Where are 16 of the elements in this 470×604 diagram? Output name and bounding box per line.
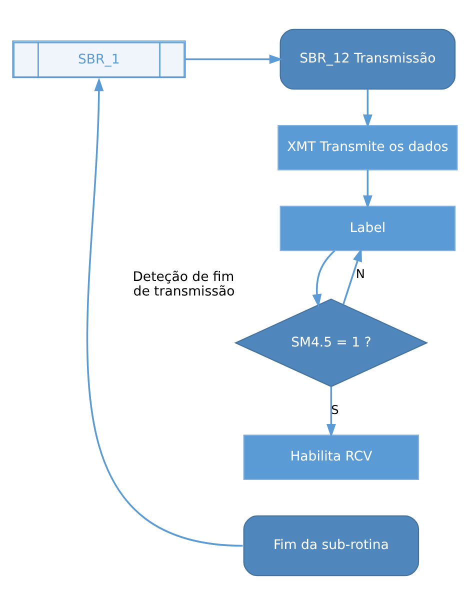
node-box: XMT Transmite os dados: [278, 124, 458, 170]
arrow: [186, 54, 283, 64]
node-box: Habilita RCV: [243, 434, 420, 480]
arrow: [362, 89, 372, 128]
node-label: Deteção de fim de transmissão: [132, 270, 235, 299]
node-box: SBR_12 Transmissão: [280, 28, 456, 90]
node-box: Fim da sub-rotina: [243, 514, 420, 576]
edge-label: S: [331, 402, 339, 416]
arrow: [362, 169, 372, 208]
arrow: [342, 248, 362, 304]
arrow: [312, 249, 336, 308]
arrow: [326, 386, 336, 438]
arrow: [86, 77, 243, 546]
node-diamond: SM4.5 = 1 ?: [234, 298, 428, 387]
edge-label: N: [356, 266, 366, 280]
node-box: Label: [280, 205, 456, 251]
